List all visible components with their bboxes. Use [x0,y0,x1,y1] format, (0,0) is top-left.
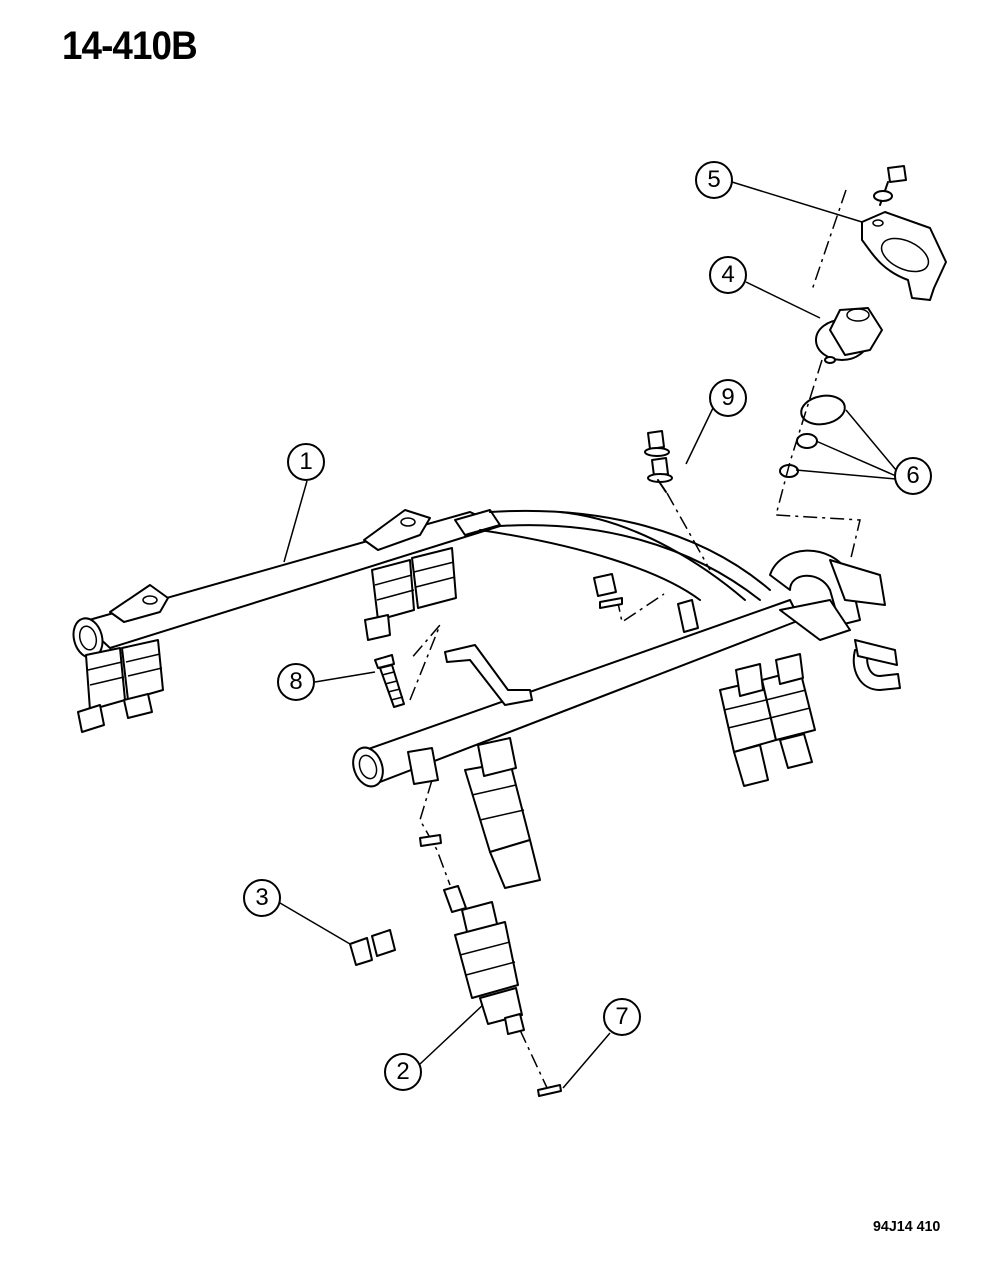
lower-injector-front [407,737,541,889]
lower-fuel-rail [352,599,901,788]
callout-number: 7 [615,1003,629,1030]
callout-5: 5 [695,161,733,199]
callout-1: 1 [287,443,325,481]
assembly-lines [409,189,861,1091]
bolt [374,654,405,708]
callout-number: 2 [396,1058,410,1085]
o-rings [779,394,846,478]
center-clip [593,573,699,633]
upper-injectors-left [77,639,164,733]
callout-number: 6 [906,462,920,489]
fuel-pressure-regulator [815,307,883,364]
fuel-crossover-tubes [479,509,886,626]
leader-lines [279,181,897,1089]
fuel-injector-exploded [419,834,562,1097]
callout-number: 5 [707,166,721,193]
callout-number: 3 [255,884,269,911]
callout-number: 8 [289,668,303,695]
callout-number: 4 [721,261,735,288]
page-title: 14-410B [62,24,198,68]
rail-bracket [444,644,533,706]
callout-6: 6 [894,457,932,495]
callout-2: 2 [384,1053,422,1091]
upper-fuel-rail [72,509,501,659]
callout-4: 4 [709,256,747,294]
callout-3: 3 [243,879,281,917]
callout-7: 7 [603,998,641,1036]
callout-number: 9 [721,384,735,411]
lower-injectors-right [719,653,816,787]
upper-injectors-middle [364,547,457,641]
callout-9: 9 [709,379,747,417]
callout-number: 1 [299,448,313,475]
retaining-clip [349,929,396,966]
stud-and-nut [644,430,673,493]
figure-code: 94J14 410 [873,1218,941,1235]
callout-8: 8 [277,663,315,701]
regulator-bracket [861,165,947,301]
